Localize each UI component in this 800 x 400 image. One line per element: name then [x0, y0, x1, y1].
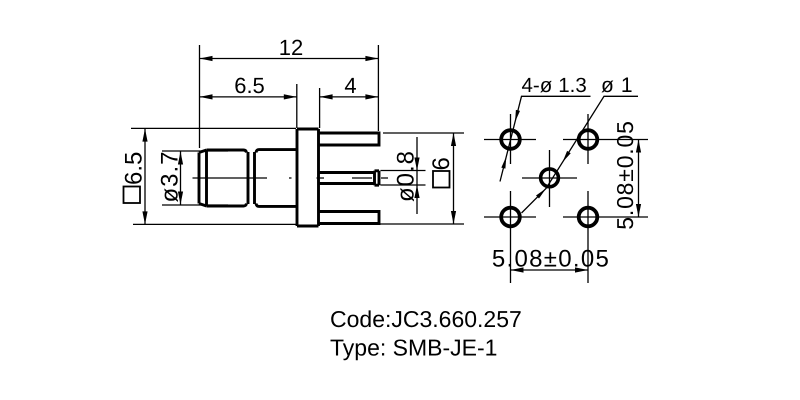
svg-text:ø3.7: ø3.7: [157, 150, 184, 202]
svg-text:6.5: 6.5: [234, 73, 265, 98]
svg-text:4: 4: [344, 73, 356, 98]
svg-text:4-ø1.3: 4-ø1.3: [522, 74, 587, 97]
svg-text:6: 6: [428, 157, 455, 170]
svg-text:ø1: ø1: [601, 74, 633, 97]
svg-text:Code:JC3.660.257: Code:JC3.660.257: [330, 306, 522, 332]
svg-text:Type: SMB-JE-1: Type: SMB-JE-1: [330, 335, 497, 361]
svg-text:12: 12: [279, 35, 303, 60]
svg-text:ø0.8: ø0.8: [393, 150, 420, 202]
svg-text:5.08±0.05: 5.08±0.05: [492, 246, 610, 273]
svg-text:6.5: 6.5: [121, 152, 148, 185]
svg-text:5.08±0.05: 5.08±0.05: [612, 120, 638, 229]
